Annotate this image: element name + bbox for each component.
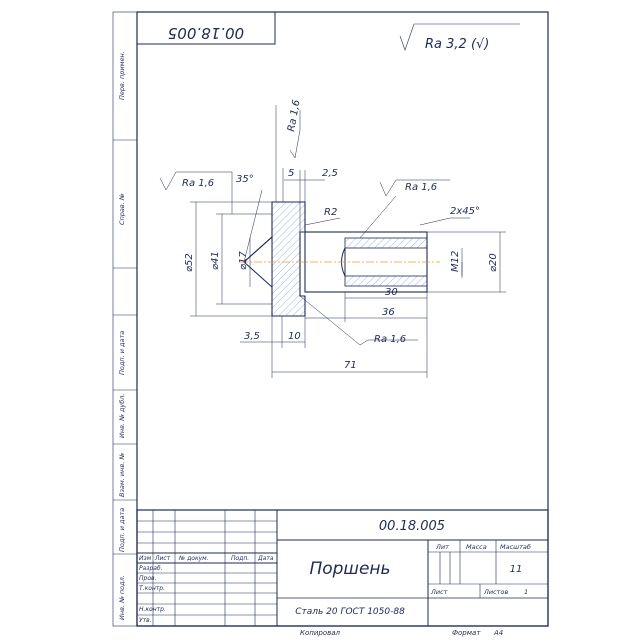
svg-text:⌀17: ⌀17	[238, 251, 249, 270]
row-label: Пров.	[139, 575, 157, 582]
svg-text:10: 10	[288, 331, 301, 342]
svg-text:3,5: 3,5	[244, 331, 260, 342]
side-label: Подп. и дата	[118, 331, 126, 375]
svg-text:30: 30	[385, 287, 398, 298]
svg-text:Ra 3,2 (√): Ra 3,2 (√)	[425, 37, 489, 52]
col-header: Подп.	[231, 555, 249, 562]
part-view	[240, 201, 440, 317]
material: Сталь 20 ГОСТ 1050-88	[295, 607, 405, 617]
lit-label: Лит	[435, 543, 449, 551]
side-label: Подп. и дата	[118, 508, 126, 552]
side-label: Справ. №	[118, 193, 126, 225]
svg-text:2,5: 2,5	[322, 168, 338, 179]
scale-value: 11	[510, 564, 523, 575]
format-label: Формат	[452, 629, 481, 637]
svg-text:36: 36	[382, 307, 395, 318]
svg-text:⌀41: ⌀41	[210, 251, 221, 270]
svg-text:R2: R2	[324, 207, 337, 218]
side-strip	[112, 11, 138, 627]
row-label: Утв.	[139, 617, 152, 624]
side-label: Перв. примен.	[118, 51, 126, 100]
col-header: Изм	[139, 555, 152, 562]
col-header: Лист	[154, 555, 171, 562]
sheets-count: 1	[524, 588, 528, 596]
col-header: № докум.	[178, 555, 209, 562]
side-label: Инв. № подл.	[118, 575, 126, 620]
mass-label: Масса	[466, 543, 487, 551]
svg-text:M12: M12	[450, 251, 461, 272]
svg-text:Ra 1,6: Ra 1,6	[182, 178, 214, 189]
svg-text:⌀20: ⌀20	[488, 253, 499, 272]
col-header: Дата	[257, 555, 274, 562]
top-number-box	[136, 11, 276, 45]
format-value: A4	[493, 629, 503, 637]
scale-label: Масштаб	[500, 543, 531, 551]
part-name: Поршень	[309, 559, 390, 579]
row-label: Н.контр.	[139, 606, 166, 613]
row-label: Разраб.	[139, 565, 163, 572]
svg-text:Ra 1,6: Ra 1,6	[405, 182, 437, 193]
svg-text:71: 71	[344, 360, 357, 371]
svg-text:Ra 1,6: Ra 1,6	[374, 334, 406, 345]
copied-label: Копировал	[300, 629, 341, 637]
general-roughness: Ra 3,2 (√)	[399, 23, 520, 52]
title-doc-number: 00.18.005	[379, 519, 445, 534]
sheet-label: Лист	[430, 588, 448, 596]
svg-text:2x45°: 2x45°	[450, 206, 480, 217]
sheets-label: Листов	[483, 588, 508, 596]
svg-text:35°: 35°	[236, 174, 254, 185]
svg-text:⌀52: ⌀52	[184, 253, 195, 272]
row-label: Т.контр.	[139, 585, 165, 592]
svg-text:5: 5	[288, 168, 294, 179]
side-label: Инв. № дубл.	[118, 394, 126, 438]
title-block: Изм Лист № докум. Подп. Дата Разраб. Про…	[136, 509, 549, 627]
side-label: Взам. инв. №	[118, 453, 126, 497]
rotated-doc-number: 00.18.005	[168, 24, 244, 42]
dimension-lines	[159, 105, 506, 378]
drawing-frame	[136, 11, 549, 627]
